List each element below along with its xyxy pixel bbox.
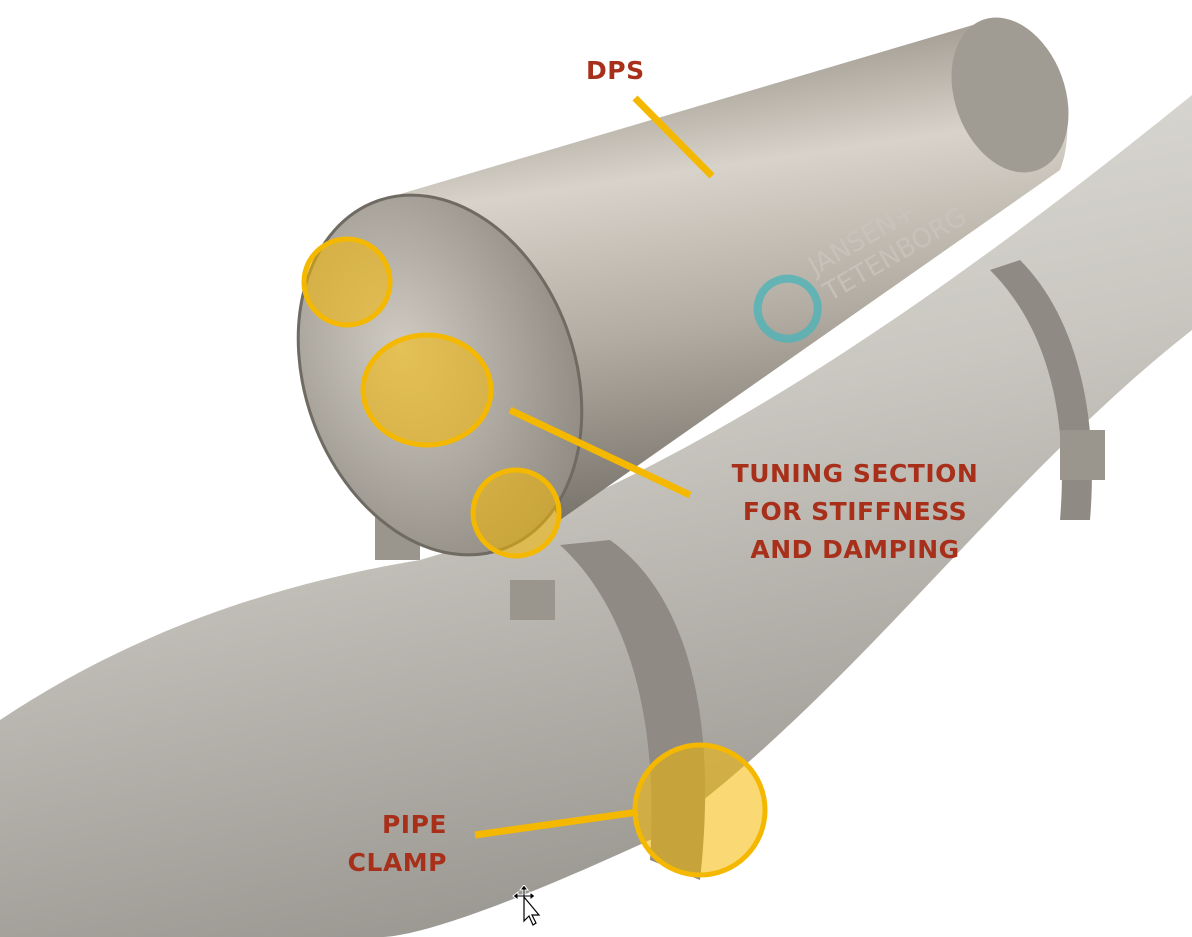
rear-clamp-bolt [1060, 430, 1105, 480]
tuning-label-line: FOR STIFFNESS [742, 497, 968, 526]
pipe [0, 95, 1192, 937]
clamp-leader-line [474, 808, 639, 839]
tuning-label-line: AND DAMPING [750, 535, 960, 564]
dps-label: DPS [586, 56, 645, 85]
tuning-highlight-1 [301, 236, 393, 328]
pipe-clamp-label: PIPE CLAMP [300, 806, 447, 882]
move-cursor-icon [512, 885, 541, 926]
tuning-section-label: TUNING SECTION FOR STIFFNESS AND DAMPING [700, 455, 1010, 569]
clamp-label-line: PIPE [381, 810, 447, 839]
tuning-label-line: TUNING SECTION [731, 459, 979, 488]
clamp-highlight [632, 742, 768, 878]
tuning-highlight-2 [360, 332, 494, 448]
clamp-label-line: CLAMP [347, 848, 447, 877]
tuning-highlight-3 [470, 467, 562, 559]
tuning-leader-line [508, 406, 692, 499]
dps-leader-line [632, 95, 715, 179]
